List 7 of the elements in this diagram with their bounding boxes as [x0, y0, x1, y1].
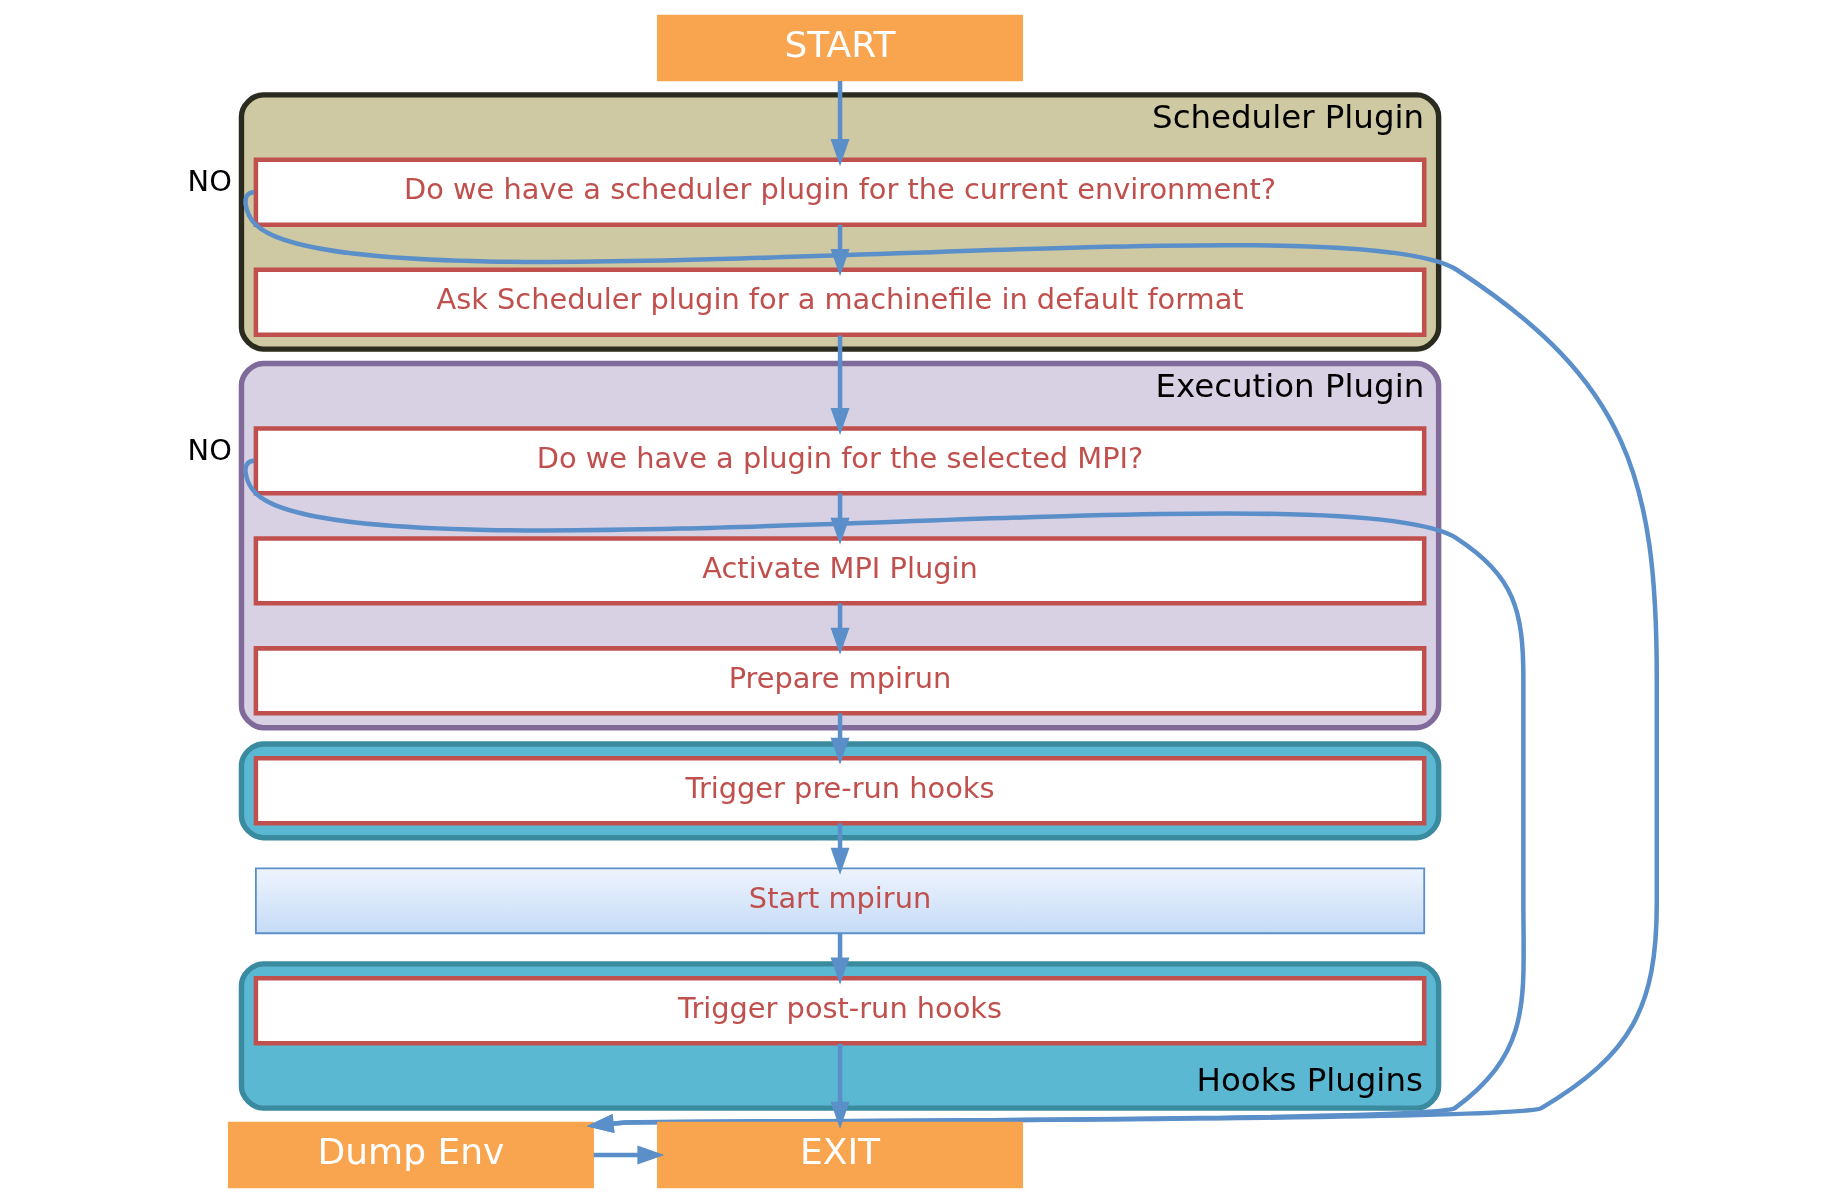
arrow	[593, 1145, 664, 1165]
node-box: EXIT	[656, 1121, 1023, 1189]
node-box: Dump Env	[227, 1121, 594, 1189]
edge-label: NO	[187, 163, 232, 198]
arrow	[830, 81, 850, 167]
node-box: START	[656, 14, 1023, 82]
edge-label: NO	[187, 432, 232, 467]
